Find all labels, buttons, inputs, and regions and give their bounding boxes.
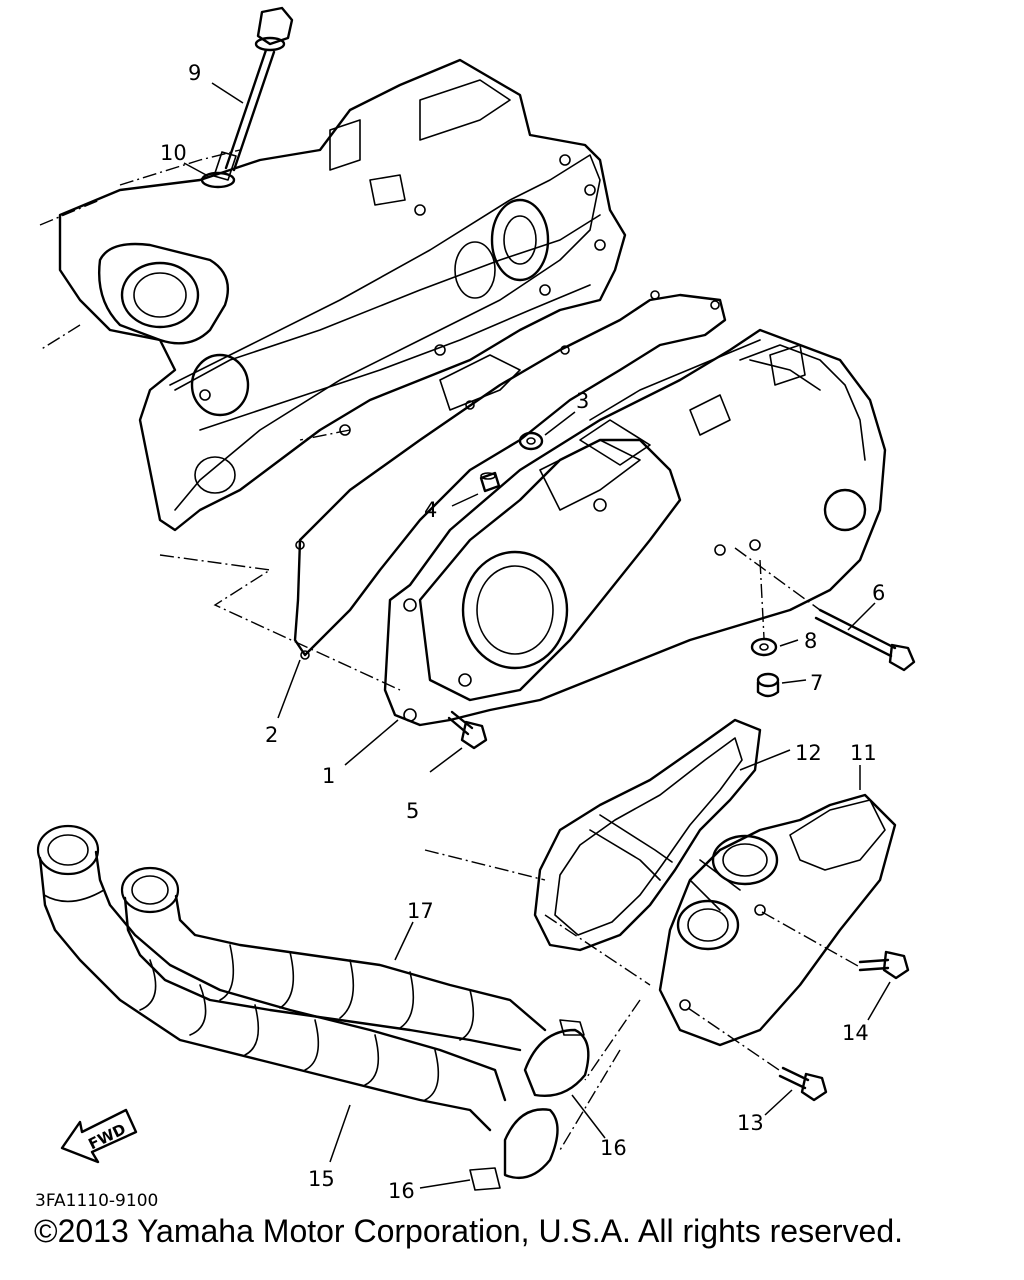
bolt-14 (761, 911, 910, 980)
label-part-11: 11 (850, 741, 877, 765)
drain-plug-7 (756, 672, 780, 698)
bolt-6 (734, 547, 916, 672)
bolt-5 (447, 710, 488, 750)
label-part-12: 12 (795, 741, 822, 765)
label-part-13: 13 (737, 1111, 764, 1135)
crankcase-drawing (39, 58, 627, 691)
label-part-5: 5 (406, 799, 419, 823)
label-part-15: 15 (308, 1167, 335, 1191)
drawing-code: 3FA1110-9100 (35, 1191, 158, 1211)
air-duct-gasket (424, 718, 762, 986)
air-duct-cover (658, 793, 897, 1047)
label-part-8: 8 (804, 629, 817, 653)
label-part-9: 9 (188, 61, 201, 85)
copyright-notice: ©2013 Yamaha Motor Corporation, U.S.A. A… (34, 1213, 903, 1249)
oil-dipstick (213, 6, 294, 181)
label-part-17: 17 (407, 899, 434, 923)
label-part-16b: 16 (388, 1179, 415, 1203)
air-duct-15 (36, 824, 507, 1132)
hose-clamp-16-upper (523, 1019, 590, 1097)
label-part-3: 3 (576, 389, 589, 413)
fwd-arrow-icon: FWD (60, 1108, 138, 1164)
label-part-6: 6 (872, 581, 885, 605)
label-part-4: 4 (424, 498, 437, 522)
hose-clamp-16-lower (469, 1108, 559, 1191)
label-part-7: 7 (810, 671, 823, 695)
label-part-16a: 16 (600, 1136, 627, 1160)
crankcase-cover (383, 328, 887, 727)
washer-3 (518, 431, 544, 451)
bolt-13 (687, 1007, 828, 1102)
label-part-1: 1 (322, 764, 335, 788)
washer-8 (750, 559, 778, 657)
part-labels: 1 2 3 4 5 6 7 8 9 10 11 12 13 14 15 16 1… (160, 61, 885, 1203)
label-part-2: 2 (265, 723, 278, 747)
dipstick-o-ring (200, 171, 236, 189)
air-duct-17 (120, 866, 547, 1052)
label-part-14: 14 (842, 1021, 869, 1045)
leader-lines (183, 82, 891, 1189)
crankcase-cover-gasket (293, 290, 727, 660)
fwd-label: FWD (86, 1120, 129, 1153)
label-part-10: 10 (160, 141, 187, 165)
dowel-pin-4 (479, 471, 501, 493)
